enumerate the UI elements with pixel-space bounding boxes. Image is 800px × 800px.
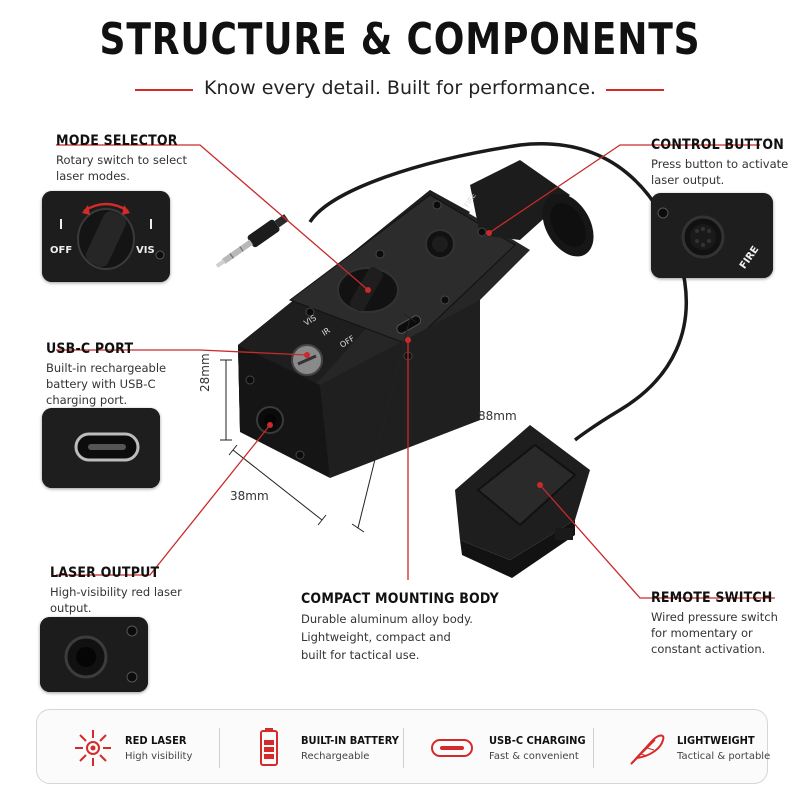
laser-burst-icon — [75, 729, 111, 766]
mode-selector-callout: MODE SELECTOR Rotary switch to select la… — [56, 133, 191, 184]
height-dimension-label: 28mm — [198, 353, 212, 392]
usb-port-desc: Built-in rechargeable battery with USB-C… — [46, 361, 167, 407]
mode-selector-title: MODE SELECTOR — [56, 133, 178, 149]
laser-output-inset — [40, 617, 148, 692]
feature-title: USB-C CHARGING — [489, 733, 586, 747]
audio-jack — [215, 214, 289, 268]
mounting-body-title: COMPACT MOUNTING BODY — [301, 591, 499, 607]
feature-divider — [219, 728, 220, 768]
battery-icon — [260, 727, 278, 766]
remote-switch-title: REMOTE SWITCH — [651, 590, 773, 606]
leader-lines — [56, 144, 775, 599]
feature-usb-c: USB-C CHARGING Fast & convenient — [425, 710, 596, 785]
mounting-body-desc: Durable aluminum alloy body. Lightweight… — [301, 612, 473, 662]
usb-port-inset — [42, 408, 160, 488]
main-body — [238, 160, 594, 478]
control-button-inset: FIRE — [651, 193, 773, 278]
feature-title: LIGHTWEIGHT — [677, 733, 755, 747]
page-subtitle: Know every detail. Built for performance… — [204, 77, 596, 99]
feature-divider — [593, 728, 594, 768]
laser-output-title: LASER OUTPUT — [50, 565, 160, 581]
feature-lightweight: LIGHTWEIGHT Tactical & portable — [623, 710, 770, 785]
feature-title: BUILT-IN BATTERY — [301, 733, 399, 747]
control-button-callout: CONTROL BUTTON Press button to activate … — [651, 137, 799, 188]
laser-output-callout: LASER OUTPUT High-visibility red laser o… — [50, 565, 182, 616]
usb-c-icon — [431, 738, 473, 757]
page-title: STRUCTURE & COMPONENTS — [99, 14, 701, 65]
remote-switch-illustration — [455, 425, 590, 578]
feature-title: RED LASER — [125, 733, 187, 747]
width-dimension-label: 38mm — [230, 489, 269, 503]
dimension-lines — [220, 313, 417, 533]
control-button-desc: Press button to activate laser output. — [651, 157, 789, 187]
remote-switch-desc: Wired pressure switch for momentary or c… — [651, 610, 778, 656]
feature-bar: RED LASER High visibility BUILT-IN BATTE… — [36, 709, 770, 785]
feather-icon — [630, 734, 665, 765]
left-accent-rule — [135, 89, 193, 91]
remote-switch-callout: REMOTE SWITCH Wired pressure switch for … — [651, 590, 786, 657]
feature-desc: Tactical & portable — [677, 750, 771, 762]
right-accent-rule — [606, 89, 664, 91]
feature-red-laser: RED LASER High visibility — [71, 710, 193, 785]
feature-battery: BUILT-IN BATTERY Rechargeable — [247, 710, 410, 785]
mounting-body-callout: COMPACT MOUNTING BODY Durable aluminum a… — [301, 591, 521, 664]
length-dimension-label: 88mm — [478, 409, 517, 423]
feature-desc: Fast & convenient — [489, 750, 579, 762]
feature-desc: High visibility — [125, 750, 193, 762]
laser-output-desc: High-visibility red laser output. — [50, 585, 182, 615]
inset-vis-label: VIS — [136, 245, 155, 256]
subtitle-row: Know every detail. Built for performance… — [0, 77, 800, 101]
usb-port-title: USB-C PORT — [46, 341, 134, 357]
device-mode-label-ir: IR — [320, 326, 332, 338]
inset-off-label: OFF — [50, 245, 72, 256]
mode-selector-inset: OFF VIS — [42, 191, 170, 282]
usb-port-callout: USB-C PORT Built-in rechargeable battery… — [46, 341, 166, 408]
feature-divider — [403, 728, 404, 768]
mode-selector-desc: Rotary switch to select laser modes. — [56, 153, 187, 183]
control-button-title: CONTROL BUTTON — [651, 137, 785, 153]
feature-desc: Rechargeable — [301, 750, 370, 762]
